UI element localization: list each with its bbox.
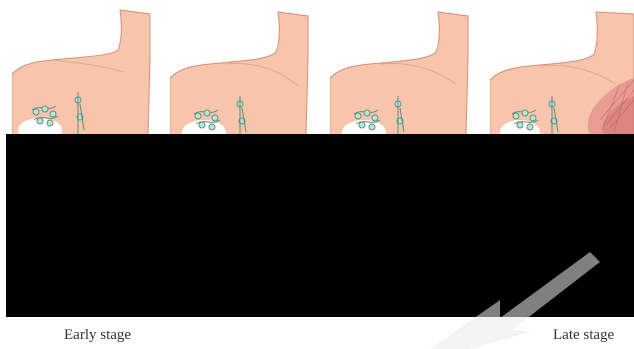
- caption-early-stage: Early stage: [64, 327, 131, 344]
- anatomy-panel-stage-1: [12, 0, 162, 135]
- shoulder-illustration: [170, 0, 320, 135]
- anatomy-panel-stage-2: [170, 0, 320, 135]
- redaction-block: [6, 134, 634, 317]
- anatomy-panel-stage-4: [490, 0, 634, 135]
- shoulder-illustration: [12, 0, 162, 135]
- shoulder-illustration: [490, 0, 634, 135]
- shoulder-illustration: [330, 0, 480, 135]
- anatomy-panel-stage-3: [330, 0, 480, 135]
- caption-late-stage: Late stage: [553, 327, 614, 344]
